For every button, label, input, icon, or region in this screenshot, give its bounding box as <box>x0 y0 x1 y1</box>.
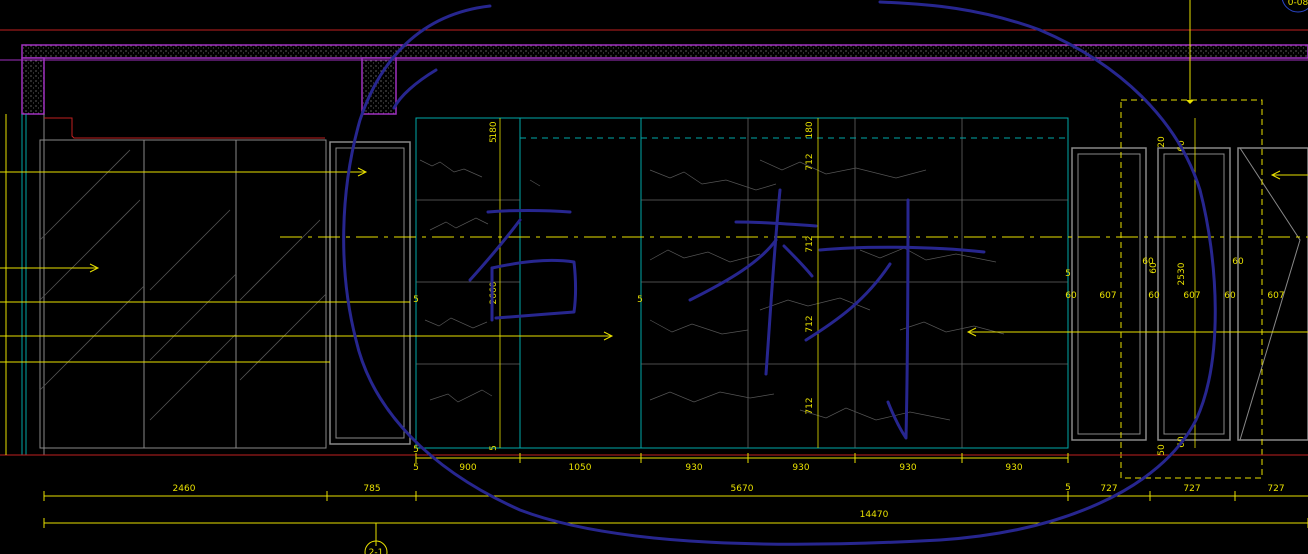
dimension-labels: 2460 785 5670 727 727 727 14470 900 1050… <box>173 121 1285 520</box>
dim-label: 60 <box>1148 291 1160 301</box>
dim-label: 712 <box>805 235 815 252</box>
dim-label: 5 <box>413 463 419 473</box>
grid-bubble-label: 2-1 <box>369 548 384 554</box>
dim-label: 50 <box>1157 444 1167 456</box>
dim-label: 5 <box>1065 483 1071 493</box>
dim-label: 785 <box>363 484 380 494</box>
dim-label: 180 <box>489 121 499 138</box>
dim-label: 2460 <box>173 484 196 494</box>
dim-label: 930 <box>685 463 702 473</box>
stone-wall-panel <box>415 117 1069 449</box>
dim-label: 2530 <box>1177 262 1187 285</box>
dim-label: 712 <box>805 397 815 414</box>
dim-label: 5 <box>1065 269 1071 279</box>
dim-label: 180 <box>805 121 815 138</box>
dim-label: 607 <box>1183 291 1200 301</box>
dim-label: 712 <box>805 315 815 332</box>
grid-bubbles: 2-1 0-08 <box>364 0 1308 554</box>
dim-label: 5670 <box>731 484 754 494</box>
dim-label: 5 <box>637 295 643 305</box>
dim-label: 607 <box>1099 291 1116 301</box>
dim-label: 900 <box>459 463 476 473</box>
handwritten-annotation <box>342 0 1217 546</box>
dim-label: 5 <box>413 445 419 455</box>
dim-label: 5 <box>489 137 499 143</box>
dim-label: 930 <box>1005 463 1022 473</box>
glass-partition <box>21 114 411 455</box>
dim-label: 727 <box>1100 484 1117 494</box>
dim-label: 60 <box>1142 257 1154 267</box>
dim-label: 727 <box>1267 484 1284 494</box>
leader-lines <box>0 114 1308 455</box>
dim-label: 60 <box>1065 291 1077 301</box>
dim-label: 727 <box>1183 484 1200 494</box>
ceiling-slab <box>0 29 1308 115</box>
dim-label: 20 <box>1157 136 1167 148</box>
dim-label: 930 <box>792 463 809 473</box>
dim-label: 60 <box>1149 262 1159 274</box>
dim-label: 60 <box>1224 291 1236 301</box>
dim-label: 2660 <box>489 281 499 304</box>
dim-label: 1050 <box>569 463 592 473</box>
dim-label: 5 <box>413 295 419 305</box>
dim-label: 607 <box>1267 291 1284 301</box>
dim-label: 60 <box>1232 257 1244 267</box>
grid-bubble-label: 0-08 <box>1288 0 1308 8</box>
dim-label: 712 <box>805 153 815 170</box>
door-panels <box>1071 0 1308 479</box>
dim-label: 5 <box>489 445 499 451</box>
dim-label: 930 <box>899 463 916 473</box>
dim-total-label: 14470 <box>860 510 889 520</box>
dimension-chains <box>43 118 1308 546</box>
